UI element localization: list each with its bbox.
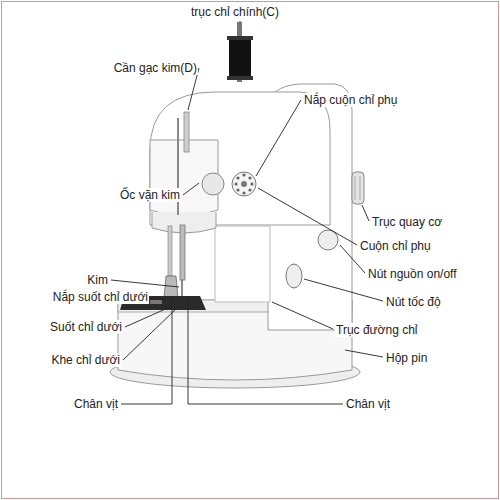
part-label: Chân vịt — [345, 397, 391, 411]
part-label: Trục quay cơ — [371, 215, 443, 229]
part-label: Cuộn chỉ phụ — [359, 239, 432, 253]
part-label: Khe chỉ dưới — [50, 353, 121, 367]
part-label: Nắp suốt chỉ dưới — [52, 290, 149, 304]
part-label: Kim — [86, 273, 109, 287]
part-label: Nắp cuộn chỉ phụ — [303, 93, 398, 107]
part-label: Suốt chỉ dưới — [49, 320, 123, 334]
part-label: Ốc vặn kim — [119, 188, 181, 202]
part-label: Nút nguồn on/off — [367, 267, 458, 281]
part-label: Hộp pin — [385, 351, 428, 365]
part-label: Nút tốc độ — [385, 295, 442, 309]
part-label: Cần gạc kim(D) — [113, 61, 198, 75]
part-label: Chân vịt — [73, 397, 119, 411]
part-label: trục chỉ chính(C) — [190, 5, 280, 19]
part-label: Trục đường chỉ — [335, 323, 419, 337]
